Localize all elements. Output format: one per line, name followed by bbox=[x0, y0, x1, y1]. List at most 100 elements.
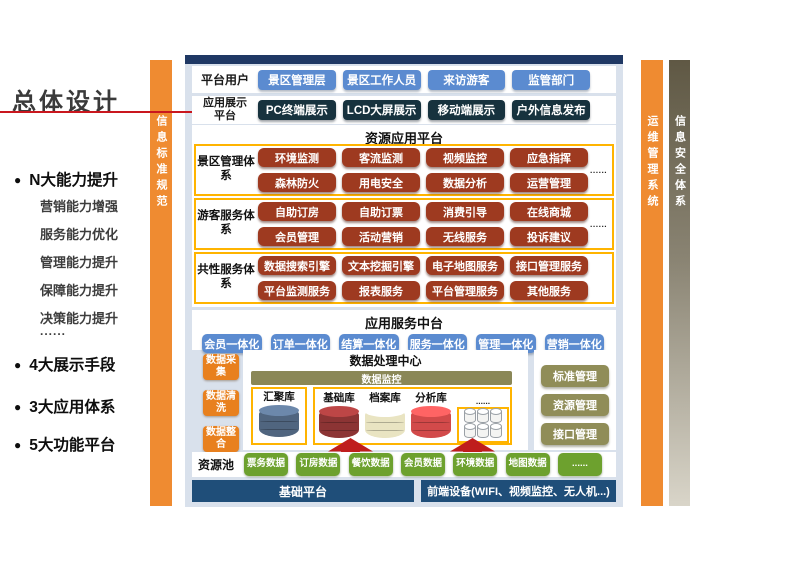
foundation-row: 基础平台 前端设备(WIFI、视频监控、无人机...) bbox=[192, 480, 616, 502]
governance-block: 标准管理 bbox=[541, 365, 609, 387]
platform-users-buttons: 景区管理层 景区工作人员 来访游客 监管部门 bbox=[258, 69, 616, 90]
user-block: 景区管理层 bbox=[258, 69, 336, 90]
service-hub-buttons: 会员一体化 订单一体化 结算一体化 服务一体化 管理一体化 营销一体化 bbox=[192, 332, 616, 353]
database-cylinder-icon bbox=[365, 412, 405, 438]
platform-users-label: 平台用户 bbox=[200, 73, 249, 87]
more-dots: ...... bbox=[590, 219, 608, 229]
data-source-block: 餐饮数据 bbox=[348, 453, 393, 476]
rail-ops-management: 运维管理系统 bbox=[641, 60, 663, 506]
mini-cylinder-icon bbox=[464, 408, 476, 423]
data-source-block: 地图数据 bbox=[505, 453, 550, 476]
database-label: 基础库 bbox=[323, 392, 355, 404]
bullet-icon: ● bbox=[14, 400, 22, 414]
database-cylinder-icon bbox=[259, 411, 299, 437]
data-source-block: 会员数据 bbox=[400, 453, 445, 476]
hub-block: 服务一体化 bbox=[407, 334, 467, 353]
module-block: 消费引导 bbox=[426, 202, 504, 221]
module-block: 无线服务 bbox=[426, 227, 504, 246]
governance-block: 资源管理 bbox=[541, 394, 609, 416]
mini-cylinder-icon bbox=[490, 408, 502, 423]
module-block: 其他服务 bbox=[510, 281, 588, 300]
capability-sub-item: 服务能力优化 bbox=[40, 227, 119, 242]
step-data-collect: 数据采集 bbox=[203, 354, 239, 380]
display-platform-buttons: PC终端展示 LCD大屏展示 移动端展示 户外信息发布 bbox=[258, 100, 616, 120]
hub-db-box: 汇聚库 bbox=[251, 387, 307, 445]
hub-db-label: 汇聚库 bbox=[263, 391, 295, 403]
hub-block: 订单一体化 bbox=[270, 334, 330, 353]
data-monitor-bar: 数据监控 bbox=[251, 371, 512, 386]
module-block: 环境监测 bbox=[258, 148, 336, 167]
more-dots: ...... bbox=[475, 396, 491, 406]
hub-block: 管理一体化 bbox=[476, 334, 536, 353]
data-source-block: 环境数据 bbox=[453, 453, 498, 476]
resource-pool-buttons: 票务数据 订房数据 餐饮数据 会员数据 环境数据 地图数据 ...... bbox=[244, 453, 602, 476]
group-visitor-service: 游客服务体系 自助订房 自助订票 消费引导 在线商城 会员管理 活动营销 无线服… bbox=[194, 198, 614, 250]
module-block: 运营管理 bbox=[510, 173, 588, 192]
module-block: 在线商城 bbox=[510, 202, 588, 221]
step-data-integrate: 数据整合 bbox=[203, 426, 239, 452]
more-databases: ...... bbox=[457, 390, 509, 443]
governance-block: 接口管理 bbox=[541, 423, 609, 445]
hub-block: 结算一体化 bbox=[339, 334, 399, 353]
user-block: 来访游客 bbox=[427, 69, 506, 90]
resource-pool-label: 资源池 bbox=[198, 458, 235, 472]
module-block: 接口管理服务 bbox=[510, 256, 588, 275]
mini-databases-box bbox=[457, 407, 509, 443]
capability-sub-item: 保障能力提升 bbox=[40, 283, 119, 298]
group-modules: 数据搜索引擎 文本挖掘引擎 电子地图服务 接口管理服务 平台监测服务 报表服务 … bbox=[256, 254, 590, 302]
database-cylinder-icon bbox=[319, 412, 359, 438]
database-label: 档案库 bbox=[369, 392, 401, 404]
database-cylinder-icon bbox=[411, 412, 451, 438]
mini-cylinder-icon bbox=[477, 423, 489, 438]
data-source-block: 订房数据 bbox=[296, 453, 341, 476]
architecture-panel: 平台用户 景区管理层 景区工作人员 来访游客 监管部门 应用展示平台 PC终端展… bbox=[185, 55, 623, 507]
hub-block: 营销一体化 bbox=[544, 334, 604, 353]
module-block: 文本挖掘引擎 bbox=[342, 256, 420, 275]
resource-pool-row: 资源池 票务数据 订房数据 餐饮数据 会员数据 环境数据 地图数据 ...... bbox=[192, 452, 616, 477]
capability-sub-item: 营销能力增强 bbox=[40, 199, 119, 214]
database-item: 档案库 bbox=[365, 390, 405, 438]
hub-block: 会员一体化 bbox=[202, 334, 262, 353]
group-label: 游客服务体系 bbox=[197, 210, 255, 236]
service-hub-title: 应用服务中台 bbox=[364, 316, 443, 331]
data-center-panel: 数据处理中心 数据监控 汇聚库 基础库 档案库 分析库 bbox=[243, 350, 528, 450]
bullet-icon: ● bbox=[14, 173, 22, 187]
module-block: 森林防火 bbox=[258, 173, 336, 192]
display-block: PC终端展示 bbox=[258, 100, 336, 120]
title-underline bbox=[0, 111, 192, 113]
databases-box: 基础库 档案库 分析库 ...... bbox=[313, 387, 512, 445]
bullet-icon: ● bbox=[14, 358, 22, 372]
bullet-capability: ●N大能力提升 bbox=[14, 172, 118, 189]
module-block: 客流监测 bbox=[342, 148, 420, 167]
user-block: 景区工作人员 bbox=[342, 69, 421, 90]
database-label: 分析库 bbox=[415, 392, 447, 404]
rail-info-standards: 信息标准规范 bbox=[150, 60, 172, 506]
module-block: 视频监控 bbox=[426, 148, 504, 167]
module-block: 投诉建议 bbox=[510, 227, 588, 246]
display-block: 移动端展示 bbox=[427, 100, 506, 120]
module-block: 活动营销 bbox=[342, 227, 420, 246]
panel-top-band bbox=[185, 55, 623, 64]
user-block: 监管部门 bbox=[512, 69, 590, 90]
module-block: 会员管理 bbox=[258, 227, 336, 246]
data-source-block: 票务数据 bbox=[244, 453, 288, 476]
bullet-app-systems: ●3大应用体系 bbox=[14, 399, 116, 416]
module-block: 平台管理服务 bbox=[426, 281, 504, 300]
governance-panel: 标准管理 资源管理 接口管理 bbox=[534, 350, 616, 450]
data-source-block: ...... bbox=[557, 453, 602, 476]
resource-platform-title: 资源应用平台 bbox=[364, 131, 443, 146]
display-block: 户外信息发布 bbox=[512, 100, 590, 120]
capability-more-dots: ...... bbox=[40, 324, 67, 338]
bullet-function-platforms: ●5大功能平台 bbox=[14, 437, 116, 454]
group-modules: 环境监测 客流监测 视频监控 应急指挥 森林防火 用电安全 数据分析 运营管理 bbox=[256, 146, 590, 194]
capability-sub-item: 管理能力提升 bbox=[40, 255, 119, 270]
more-dots: ...... bbox=[590, 165, 608, 175]
data-center-title: 数据处理中心 bbox=[349, 354, 422, 368]
bullet-icon: ● bbox=[14, 438, 22, 452]
module-block: 平台监测服务 bbox=[258, 281, 336, 300]
platform-users-row: 平台用户 景区管理层 景区工作人员 来访游客 监管部门 bbox=[192, 66, 616, 93]
capability-sub-item: 决策能力提升 bbox=[40, 311, 119, 326]
database-item: 基础库 bbox=[319, 390, 359, 438]
rail-info-security: 信息安全体系 bbox=[669, 60, 690, 506]
module-block: 应急指挥 bbox=[510, 148, 588, 167]
